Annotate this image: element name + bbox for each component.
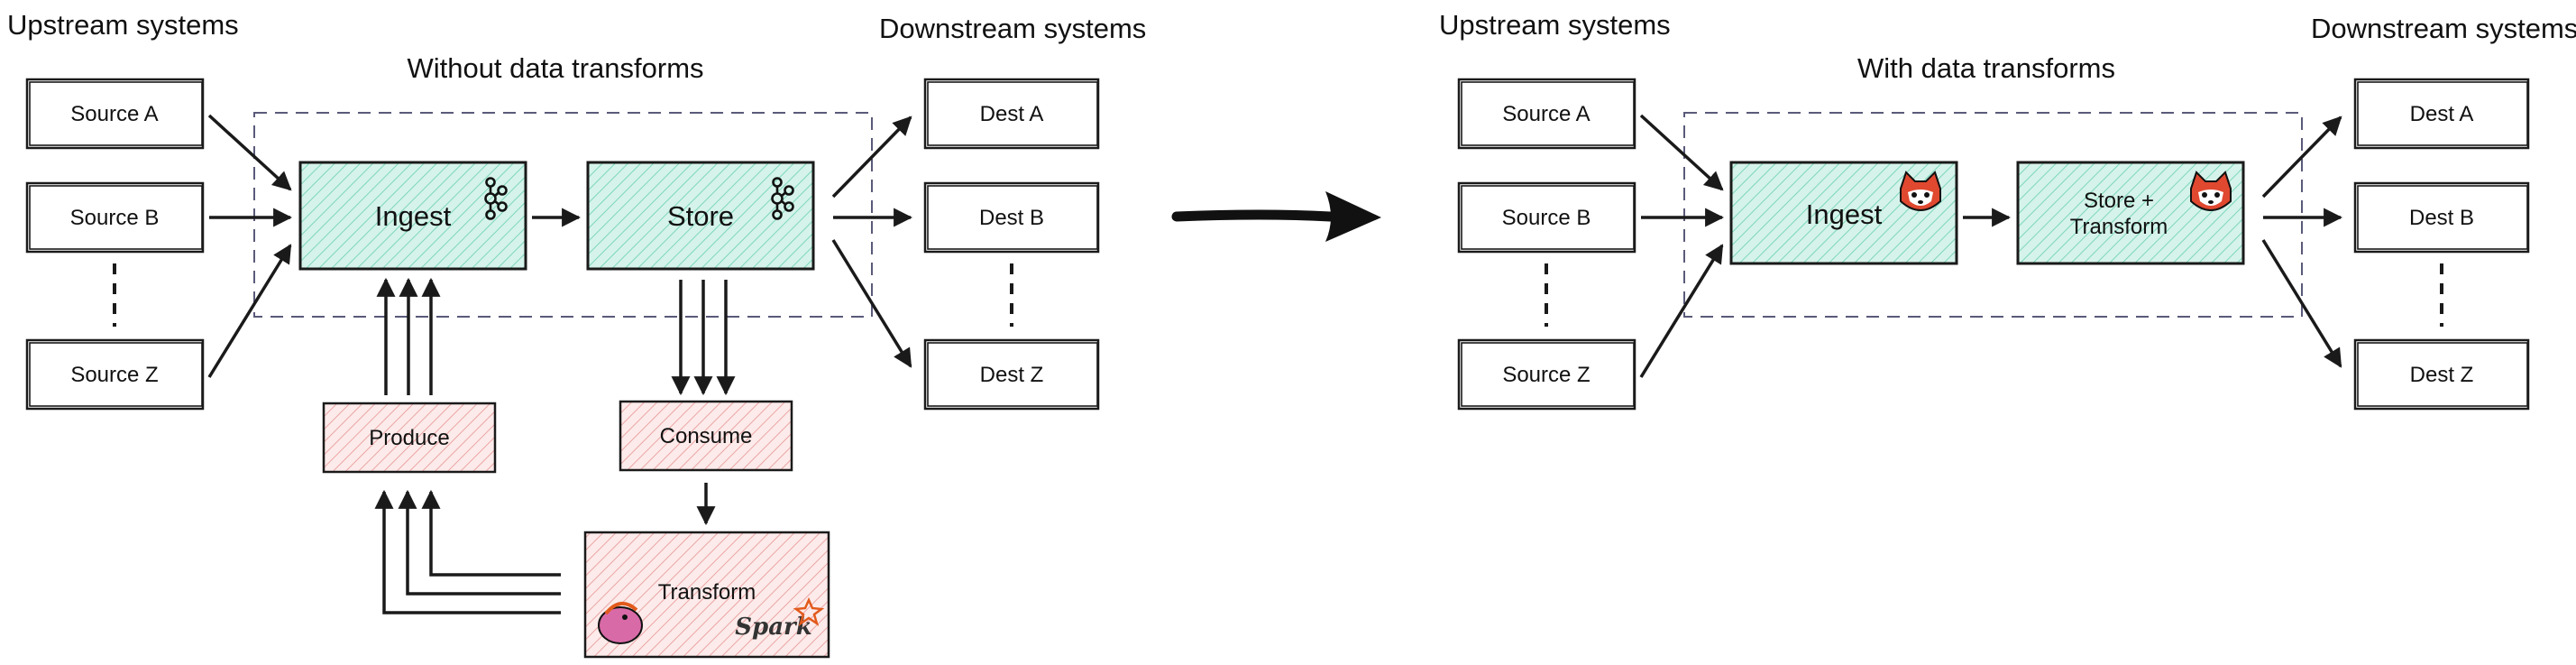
dest-a-label: Dest A (2410, 102, 2474, 126)
arrow-transform-produce-3 (421, 489, 561, 577)
dest-z-label: Dest Z (2410, 363, 2474, 387)
transition-arrow (1171, 191, 1381, 242)
spark-logo-text: Spark (735, 614, 812, 641)
left-diagram: Upstream systems Downstream systems With… (7, 9, 1146, 659)
arrow-source-z-ingest (1639, 244, 1724, 378)
flink-squirrel-icon (598, 602, 643, 644)
upstream-title: Upstream systems (7, 9, 239, 41)
produce-box: Produce (322, 402, 497, 474)
source-z-label: Source Z (70, 363, 158, 387)
source-b-label: Source B (70, 206, 160, 230)
source-a-label: Source A (70, 102, 158, 126)
produce-label: Produce (369, 426, 449, 450)
downstream-title: Downstream systems (879, 13, 1146, 44)
spark-star-icon (793, 596, 825, 626)
dest-z-label: Dest Z (980, 363, 1044, 387)
transform-label: Transform (658, 580, 756, 605)
ingest-label: Ingest (375, 200, 452, 232)
store-transform-label-line1: Store + (2084, 189, 2154, 213)
consume-label: Consume (660, 424, 753, 448)
store-transform-label-line2: Transform (2070, 215, 2168, 239)
source-a-box: Source A (25, 78, 205, 150)
store-transform-box: Store + Transform (2016, 161, 2245, 265)
arrow-store-dest-z (2261, 239, 2342, 368)
arrow-source-z-ingest (207, 244, 292, 378)
upstream-title: Upstream systems (1439, 9, 1671, 41)
dest-b-label: Dest B (979, 206, 1044, 230)
source-a-label: Source A (1502, 102, 1590, 126)
source-a-box: Source A (1457, 78, 1636, 150)
source-z-box: Source Z (1457, 338, 1636, 411)
platform-group-outline (253, 112, 873, 318)
transform-box: Transform Spark (583, 531, 830, 659)
arrow-source-a-ingest (207, 114, 292, 191)
section-title: Without data transforms (407, 52, 703, 84)
dest-a-box: Dest A (2353, 78, 2530, 150)
source-z-box: Source Z (25, 338, 205, 411)
source-b-label: Source B (1502, 206, 1591, 230)
section-title: With data transforms (1857, 52, 2115, 84)
dest-a-box: Dest A (923, 78, 1100, 150)
source-b-box: Source B (25, 181, 205, 254)
arrow-transform-produce-1 (374, 489, 561, 614)
ingest-label: Ingest (1806, 199, 1883, 230)
consume-box: Consume (619, 400, 793, 472)
dest-b-box: Dest B (923, 181, 1100, 254)
platform-group-outline (1683, 112, 2303, 318)
ingest-box: Ingest (298, 161, 527, 271)
dest-b-label: Dest B (2409, 206, 2474, 230)
downstream-title: Downstream systems (2311, 13, 2576, 44)
arrow-source-a-ingest (1639, 114, 1724, 191)
source-b-box: Source B (1457, 181, 1636, 254)
right-diagram: Upstream systems Downstream systems With… (1439, 9, 2576, 411)
store-box: Store (586, 161, 815, 271)
store-label: Store (667, 200, 734, 232)
arrow-transform-produce-2 (398, 489, 561, 596)
dest-a-label: Dest A (980, 102, 1044, 126)
arrow-store-dest-a (831, 115, 912, 199)
source-z-label: Source Z (1502, 363, 1590, 387)
arrow-store-dest-z (831, 239, 912, 368)
arrow-store-dest-a (2261, 115, 2342, 199)
dest-z-box: Dest Z (923, 338, 1100, 411)
dest-z-box: Dest Z (2353, 338, 2530, 411)
ingest-box: Ingest (1729, 161, 1958, 265)
dest-b-box: Dest B (2353, 181, 2530, 254)
